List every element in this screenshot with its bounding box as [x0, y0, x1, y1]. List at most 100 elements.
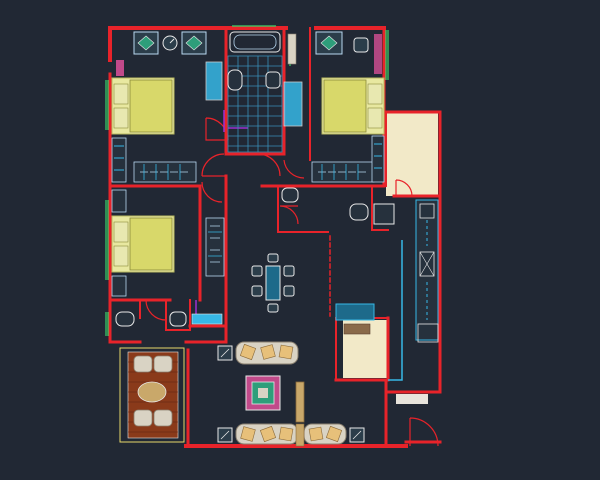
toilet-icon: [349, 203, 369, 221]
floor-tiles: [227, 55, 283, 153]
wardrobe-accent: [116, 60, 124, 76]
cushion: [260, 344, 276, 360]
balcony-chair-icon: [133, 355, 153, 373]
door-bath2[interactable]: [145, 299, 167, 321]
tv-unit: [295, 381, 305, 423]
sink-icon: [169, 311, 187, 327]
door-utility[interactable]: [395, 179, 413, 197]
door-corridor[interactable]: [201, 153, 226, 177]
living: [217, 341, 365, 447]
pillow: [113, 245, 129, 267]
kitchen-cabinet: [343, 323, 371, 335]
coffee-table-center: [258, 388, 268, 398]
plant-icon: [137, 35, 155, 51]
chair-icon: [353, 37, 369, 53]
lamp-icon: [352, 430, 362, 440]
chair-icon: [283, 265, 295, 277]
chair-icon: [267, 253, 279, 263]
clock-hand-icon: [169, 38, 175, 44]
door-bath[interactable]: [257, 153, 281, 177]
side-cabinet: [371, 135, 385, 183]
powder-room: [281, 187, 395, 225]
bedroom-top-right: [311, 31, 385, 183]
plant-icon: [320, 35, 338, 51]
cushion: [278, 426, 294, 442]
bathtub-icon: [229, 31, 281, 53]
cabinet-bars: [374, 143, 382, 169]
balcony: [119, 347, 185, 443]
pillow: [367, 107, 383, 129]
washer-icon: [373, 203, 395, 225]
cushion: [278, 344, 294, 360]
bedroom-mid-left: [111, 189, 225, 297]
island-counter: [335, 303, 375, 321]
sink-icon: [265, 71, 281, 89]
chair-icon: [251, 285, 263, 297]
pillow: [113, 107, 129, 129]
tile-grid-horizontal: [228, 65, 282, 147]
door-bed2[interactable]: [283, 159, 305, 179]
sofa-cushions: [308, 425, 343, 443]
wall-bath2-left-box: [108, 298, 142, 344]
shelf-right: [287, 33, 297, 65]
hanger-icon: [210, 225, 220, 263]
stove-icon: [419, 203, 435, 219]
toilet-icon: [227, 69, 243, 91]
side-cabinet: [111, 137, 127, 183]
wardrobe-accent: [374, 34, 382, 74]
fridge-icon: [417, 323, 439, 343]
cushion: [240, 426, 256, 442]
lamp-icon: [220, 348, 230, 358]
chair-icon: [267, 303, 279, 313]
kitchen: [335, 199, 439, 381]
side-cabinet: [111, 189, 127, 213]
side-cabinet: [111, 275, 127, 297]
dining: [251, 253, 295, 313]
bed-icon: [129, 79, 173, 133]
cushion: [325, 425, 343, 443]
pillow: [113, 221, 129, 243]
wardrobe-bars: [143, 164, 181, 180]
bed-icon: [323, 79, 367, 133]
bedroom-top-left: [111, 31, 207, 183]
tile-grid-border: [227, 55, 283, 153]
accent-lines: [195, 110, 248, 322]
chair-icon: [251, 265, 263, 277]
vanity-counter: [191, 313, 223, 325]
door-powder[interactable]: [279, 205, 299, 225]
tile-grid-vertical: [237, 56, 269, 152]
wardrobe: [311, 161, 375, 183]
cushion: [259, 425, 277, 443]
lamp-icon: [220, 430, 230, 440]
cabinet-bars: [114, 145, 124, 171]
sink-icon: [419, 251, 435, 277]
balcony-table-icon: [137, 381, 167, 403]
wardrobe-bars: [208, 231, 222, 257]
balcony-outline: [119, 347, 185, 443]
door-entry[interactable]: [409, 417, 439, 447]
sink-icon: [281, 187, 299, 203]
utility-floor: [386, 112, 438, 196]
door-bed3[interactable]: [201, 181, 223, 203]
bathtub-inner: [233, 34, 277, 50]
wardrobe: [133, 161, 197, 183]
entry-mat: [396, 394, 428, 404]
wall-utility-top: [382, 110, 442, 198]
kitchen-right-line: [388, 240, 403, 381]
balcony-chair-icon: [153, 409, 173, 427]
sink-cross-icon: [419, 251, 435, 277]
bathroom-top: [205, 31, 303, 153]
pillow: [113, 83, 129, 105]
bathroom-left: [115, 311, 223, 327]
balcony-chair-icon: [153, 355, 173, 373]
toilet-icon: [115, 311, 135, 327]
cushion: [308, 426, 324, 442]
sofa-cushions: [240, 425, 294, 443]
wardrobe-body: [205, 217, 225, 277]
dining-table-icon: [265, 265, 281, 301]
kitchen-counter-icon: [415, 199, 439, 341]
pillow: [367, 83, 383, 105]
balcony-chair-icon: [133, 409, 153, 427]
